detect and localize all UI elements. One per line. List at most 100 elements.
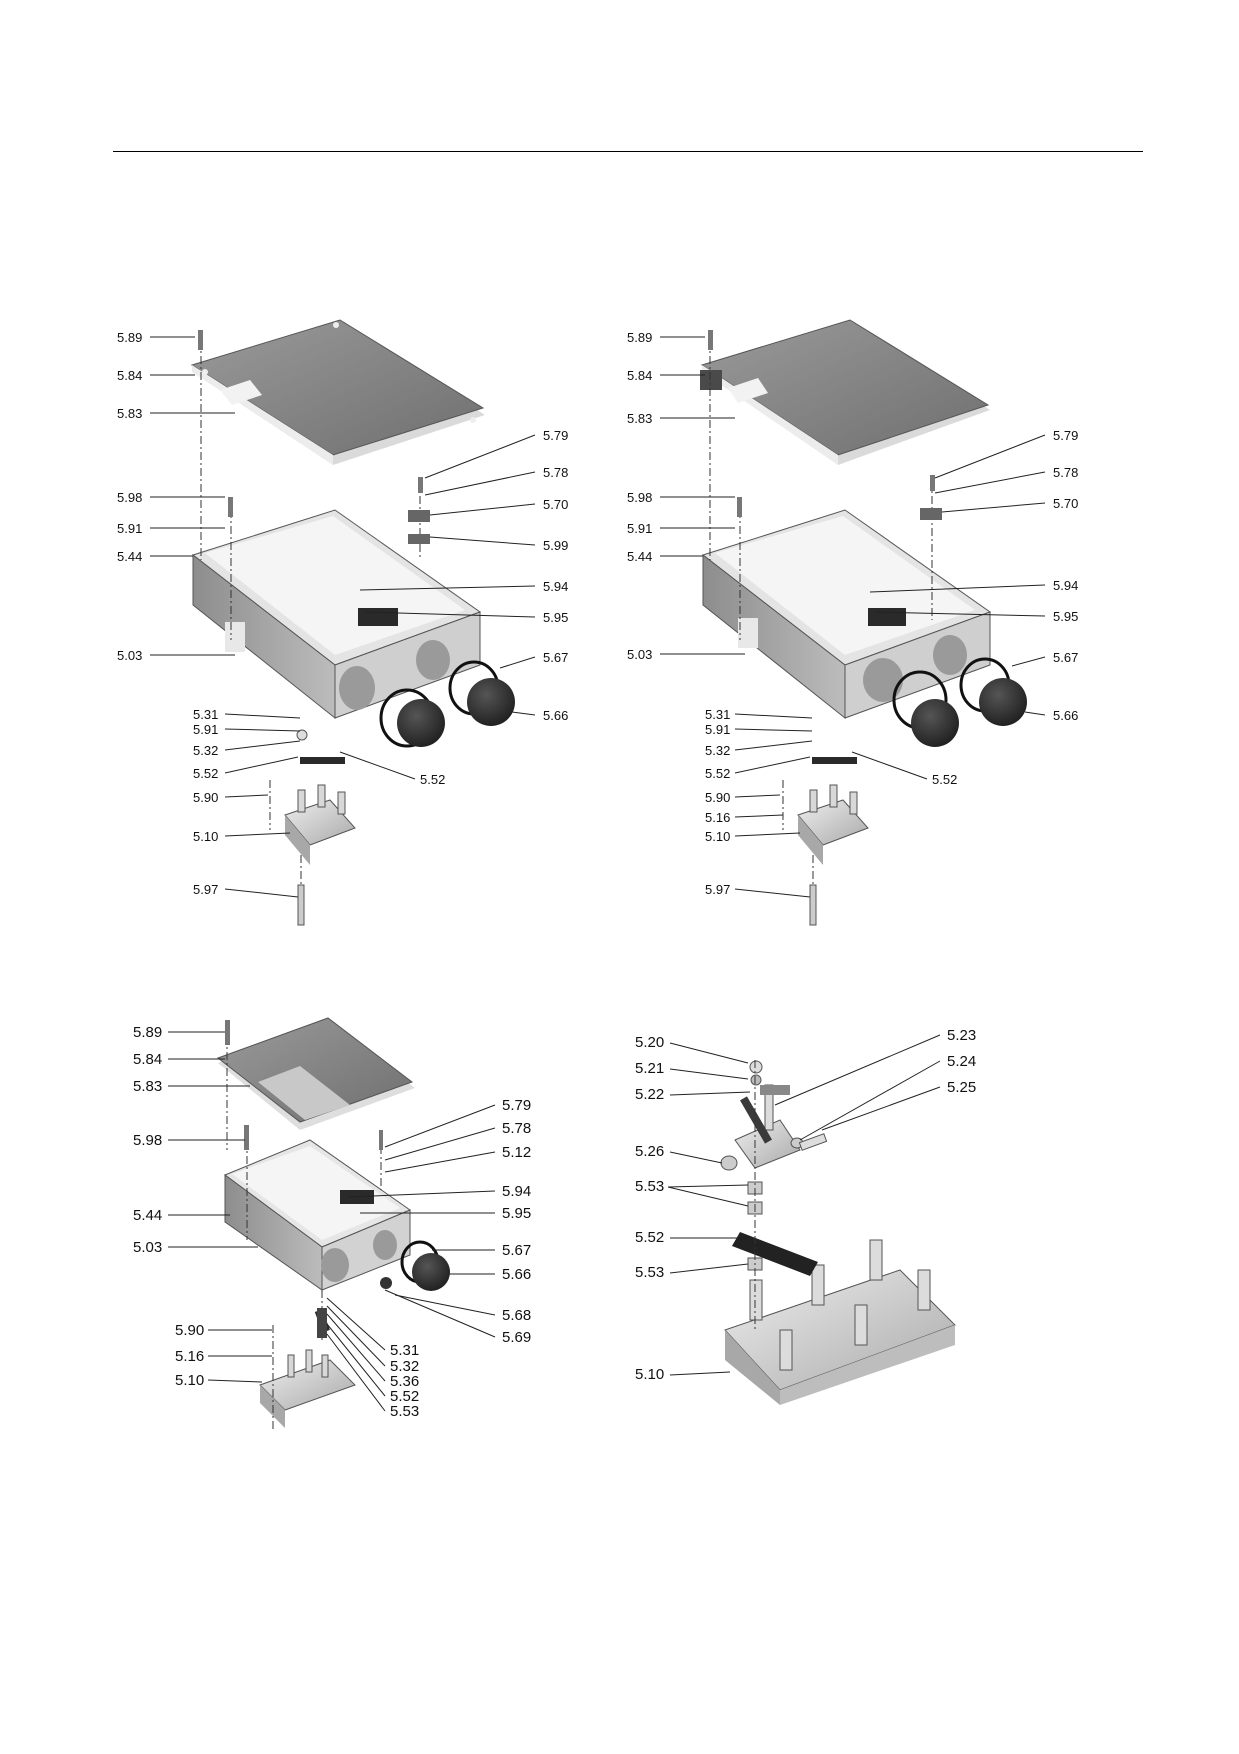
d3-label-5: 5.03 bbox=[133, 1239, 162, 1256]
d1-label-0: 5.89 bbox=[117, 330, 142, 345]
d1-screw-clamp bbox=[418, 477, 423, 493]
d3-label-9: 5.79 bbox=[502, 1097, 531, 1114]
d2-screw-clamp bbox=[930, 475, 935, 491]
d3-label-20: 5.36 bbox=[390, 1373, 419, 1390]
d2-label-11: 5.90 bbox=[705, 790, 730, 805]
d1-label-16: 5.70 bbox=[543, 497, 568, 512]
d2-label-13: 5.10 bbox=[705, 829, 730, 844]
d1-screw-housing bbox=[228, 497, 233, 517]
d3-terminal-block bbox=[259, 1309, 356, 1428]
d3-label-21: 5.52 bbox=[390, 1388, 419, 1405]
d1-lid bbox=[190, 319, 485, 465]
d1-label-5: 5.44 bbox=[117, 549, 142, 564]
d1-clamp-plate bbox=[408, 534, 430, 544]
d1-seal-plugs bbox=[379, 660, 515, 748]
d3-label-14: 5.67 bbox=[502, 1242, 531, 1259]
d2-label-9: 5.32 bbox=[705, 743, 730, 758]
d3-label-19: 5.32 bbox=[390, 1358, 419, 1375]
d3-label-6: 5.90 bbox=[175, 1322, 204, 1339]
d4-connector-parts bbox=[720, 1060, 828, 1276]
d4-label-7: 5.10 bbox=[635, 1366, 664, 1383]
d4-terminal-block bbox=[724, 1239, 956, 1405]
d3-label-7: 5.16 bbox=[175, 1348, 204, 1365]
d4-label-1: 5.21 bbox=[635, 1060, 664, 1077]
d1-terminal-block bbox=[284, 729, 356, 865]
d2-label-8: 5.91 bbox=[705, 722, 730, 737]
d2-screw-cover bbox=[708, 330, 713, 350]
d2-label-19: 5.95 bbox=[1053, 609, 1078, 624]
d1-label-18: 5.94 bbox=[543, 579, 568, 594]
d4-label-10: 5.25 bbox=[947, 1079, 976, 1096]
d2-clamp bbox=[920, 508, 942, 520]
d1-label-14: 5.79 bbox=[543, 428, 568, 443]
d4-labels: 5.20 5.21 5.22 5.26 5.53 5.52 5.53 5.10 … bbox=[635, 1027, 976, 1383]
d1-label-12: 5.10 bbox=[193, 829, 218, 844]
d4-leaders bbox=[667, 1034, 941, 1376]
d2-terminal-block bbox=[797, 757, 869, 865]
d4-label-6: 5.53 bbox=[635, 1264, 664, 1281]
header-rule bbox=[113, 151, 1143, 152]
d3-label-2: 5.83 bbox=[133, 1078, 162, 1095]
d3-label-15: 5.66 bbox=[502, 1266, 531, 1283]
d3-label-4: 5.44 bbox=[133, 1207, 162, 1224]
d1-label-2: 5.83 bbox=[117, 406, 142, 421]
d1-label-11: 5.90 bbox=[193, 790, 218, 805]
d3-label-12: 5.94 bbox=[502, 1183, 531, 1200]
d4-label-2: 5.22 bbox=[635, 1086, 664, 1103]
d1-label-13: 5.97 bbox=[193, 882, 218, 897]
d2-screw-housing bbox=[737, 497, 742, 517]
d1-leaders bbox=[150, 336, 536, 898]
d3-label-16: 5.68 bbox=[502, 1307, 531, 1324]
d3-label-8: 5.10 bbox=[175, 1372, 204, 1389]
d1-label-3: 5.98 bbox=[117, 490, 142, 505]
d1-clamp bbox=[408, 510, 430, 522]
diagram-1: 5.89 5.84 5.83 5.98 5.91 5.44 5.03 5.31 … bbox=[117, 319, 568, 926]
d1-label-7: 5.31 bbox=[193, 707, 218, 722]
d2-seal-plugs bbox=[892, 657, 1027, 747]
d2-lid bbox=[700, 319, 990, 465]
d3-labels: 5.89 5.84 5.83 5.98 5.44 5.03 5.90 5.16 … bbox=[133, 1024, 531, 1420]
d4-label-9: 5.24 bbox=[947, 1053, 976, 1070]
d1-label-4: 5.91 bbox=[117, 521, 142, 536]
d1-label-19: 5.95 bbox=[543, 610, 568, 625]
d2-label-18: 5.94 bbox=[1053, 578, 1078, 593]
diagram-2: 5.89 5.84 5.83 5.98 5.91 5.44 5.03 5.31 … bbox=[627, 319, 1078, 926]
d3-leaders bbox=[168, 1031, 496, 1412]
d4-label-4: 5.53 bbox=[635, 1178, 664, 1195]
d3-label-13: 5.95 bbox=[502, 1205, 531, 1222]
d2-label-15: 5.79 bbox=[1053, 428, 1078, 443]
d2-housing bbox=[701, 509, 992, 720]
d3-lid bbox=[216, 1017, 415, 1130]
d1-label-10: 5.52 bbox=[193, 766, 218, 781]
d1-label-9: 5.32 bbox=[193, 743, 218, 758]
d2-label-1: 5.84 bbox=[627, 368, 652, 383]
d2-label-21: 5.66 bbox=[1053, 708, 1078, 723]
d1-label-8: 5.91 bbox=[193, 722, 218, 737]
d2-label-6: 5.03 bbox=[627, 647, 652, 662]
d2-label-20: 5.67 bbox=[1053, 650, 1078, 665]
d1-label-6: 5.03 bbox=[117, 648, 142, 663]
d1-screw-cover bbox=[198, 330, 203, 350]
d4-label-0: 5.20 bbox=[635, 1034, 664, 1051]
d1-label-15: 5.78 bbox=[543, 465, 568, 480]
d3-housing bbox=[223, 1139, 412, 1291]
d2-earth-lead bbox=[809, 884, 817, 926]
diagram-3: 5.89 5.84 5.83 5.98 5.44 5.03 5.90 5.16 … bbox=[133, 1017, 531, 1430]
d2-label-7: 5.31 bbox=[705, 707, 730, 722]
d2-label-5: 5.44 bbox=[627, 549, 652, 564]
d1-labels: 5.89 5.84 5.83 5.98 5.91 5.44 5.03 5.31 … bbox=[117, 330, 568, 897]
d3-screw-housing bbox=[244, 1125, 249, 1150]
d3-label-3: 5.98 bbox=[133, 1132, 162, 1149]
d1-label-21: 5.66 bbox=[543, 708, 568, 723]
d2-label-16: 5.78 bbox=[1053, 465, 1078, 480]
d3-label-0: 5.89 bbox=[133, 1024, 162, 1041]
d2-label-14: 5.97 bbox=[705, 882, 730, 897]
d3-label-22: 5.53 bbox=[390, 1403, 419, 1420]
d2-label-22: 5.52 bbox=[932, 772, 957, 787]
d1-label-1: 5.84 bbox=[117, 368, 142, 383]
d2-label-3: 5.98 bbox=[627, 490, 652, 505]
d2-labels: 5.89 5.84 5.83 5.98 5.91 5.44 5.03 5.31 … bbox=[627, 330, 1078, 897]
d1-label-17: 5.99 bbox=[543, 538, 568, 553]
